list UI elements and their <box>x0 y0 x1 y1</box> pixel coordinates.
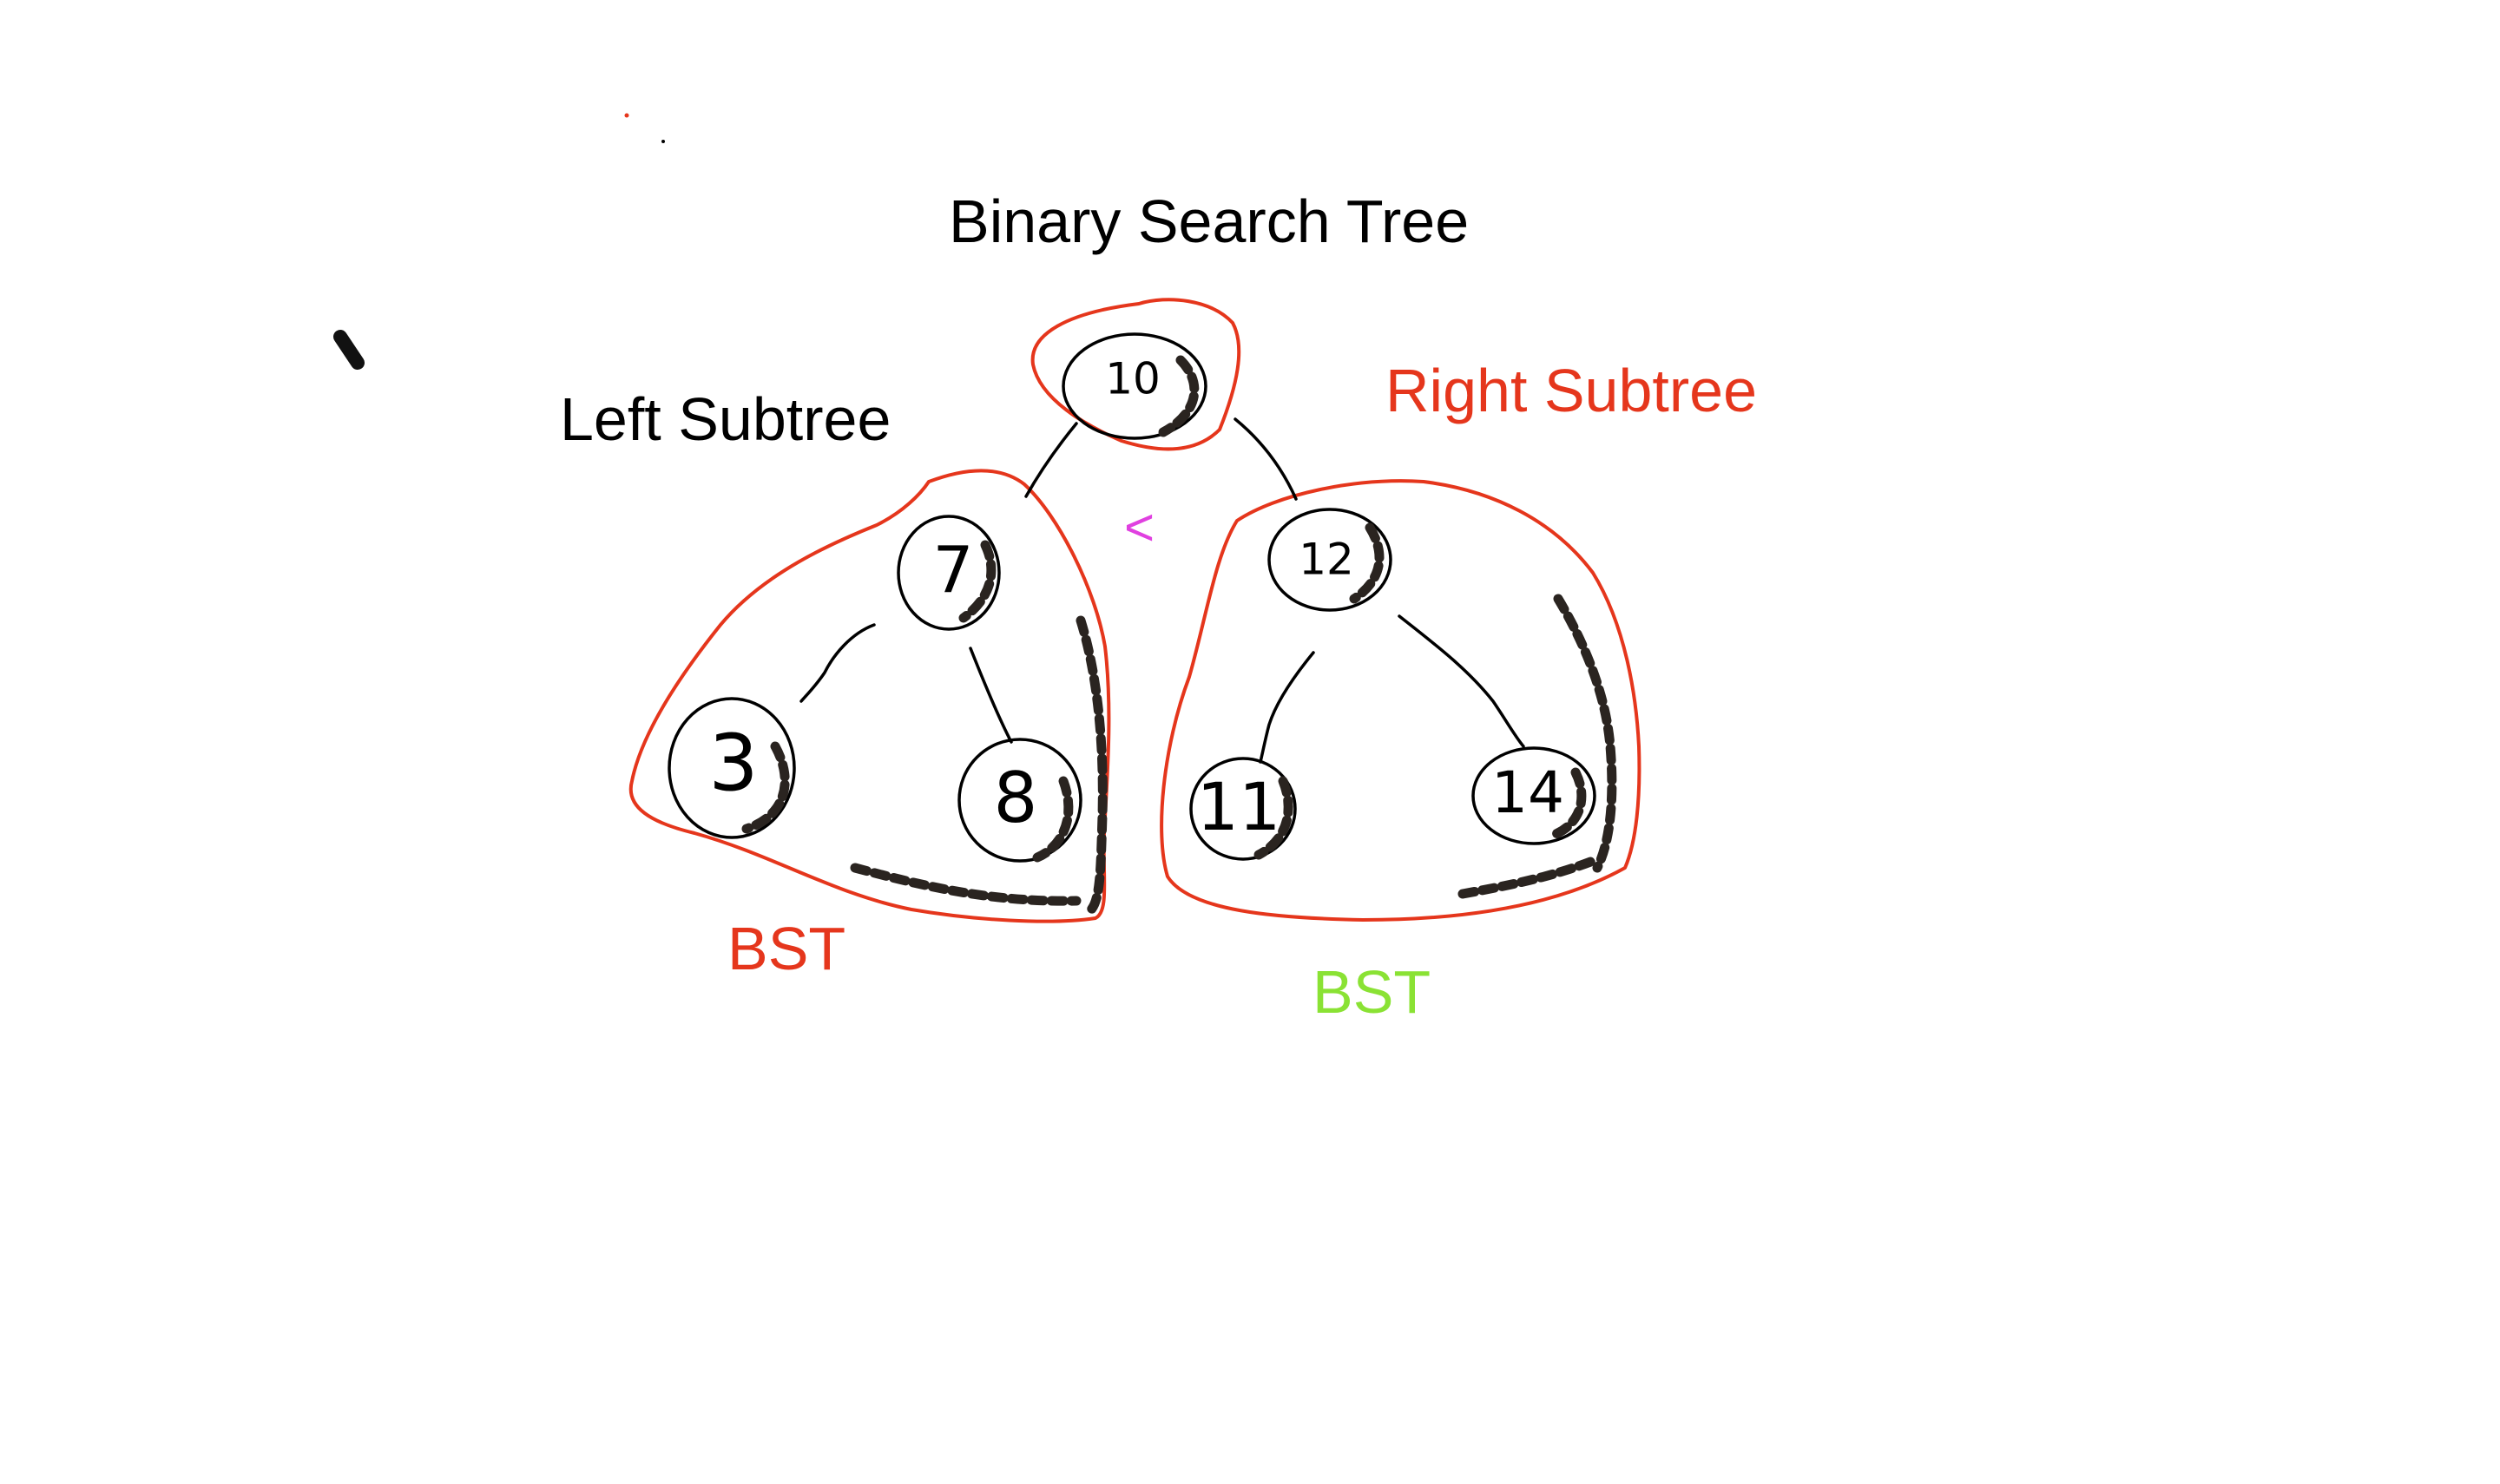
stray-dot-red <box>624 113 629 118</box>
node-8-value: 8 <box>994 758 1038 838</box>
tree-edges <box>799 417 1525 764</box>
root-outline <box>1030 298 1241 451</box>
node-10-circle <box>1062 332 1207 440</box>
shade-10 <box>1158 355 1200 437</box>
shade-right-outline <box>1553 594 1617 873</box>
less-than-symbol: < <box>1124 498 1155 556</box>
right-subtree-outline <box>1160 479 1641 922</box>
tree-nodes <box>668 332 1596 863</box>
node-3-value: 3 <box>708 718 758 809</box>
right-bst-label: BST <box>1312 958 1431 1026</box>
shade-7 <box>958 540 997 623</box>
shade-left-outline <box>1076 615 1108 916</box>
left-subtree-label: Left Subtree <box>560 385 891 453</box>
edge-12-11 <box>1259 651 1315 764</box>
node-12-circle <box>1267 508 1392 612</box>
node-shading <box>741 355 1617 916</box>
node-12-value: 12 <box>1299 535 1354 585</box>
node-8-circle <box>957 738 1082 863</box>
left-bst-label: BST <box>727 915 846 982</box>
stray-pen-mark <box>333 330 365 370</box>
shade-right-bottom <box>1457 854 1602 899</box>
subtree-outlines <box>628 298 1641 923</box>
edge-10-7 <box>1024 422 1078 498</box>
diagram-title: Binary Search Tree <box>949 187 1470 255</box>
left-subtree-outline <box>628 469 1111 923</box>
node-14-value: 14 <box>1491 759 1564 826</box>
shade-3 <box>741 741 790 834</box>
edge-7-8 <box>969 647 1013 744</box>
node-values: 10 7 12 3 8 11 14 <box>708 354 1564 846</box>
edge-12-14 <box>1398 614 1525 748</box>
node-7-circle <box>897 515 1001 631</box>
node-10-value: 10 <box>1105 354 1161 404</box>
shade-14 <box>1549 767 1587 840</box>
node-14-circle <box>1471 746 1596 845</box>
stray-dot-black <box>661 140 665 143</box>
right-subtree-label: Right Subtree <box>1385 357 1758 424</box>
shade-12 <box>1349 522 1385 604</box>
node-11-circle <box>1189 757 1297 861</box>
node-7-value: 7 <box>932 534 973 608</box>
node-3-circle <box>668 697 796 839</box>
shade-left-bottom <box>850 863 1082 906</box>
edge-10-12 <box>1234 417 1298 501</box>
shade-11 <box>1253 776 1293 860</box>
node-11-value: 11 <box>1197 768 1281 845</box>
shade-8 <box>1032 776 1074 863</box>
edge-7-3 <box>799 623 876 703</box>
